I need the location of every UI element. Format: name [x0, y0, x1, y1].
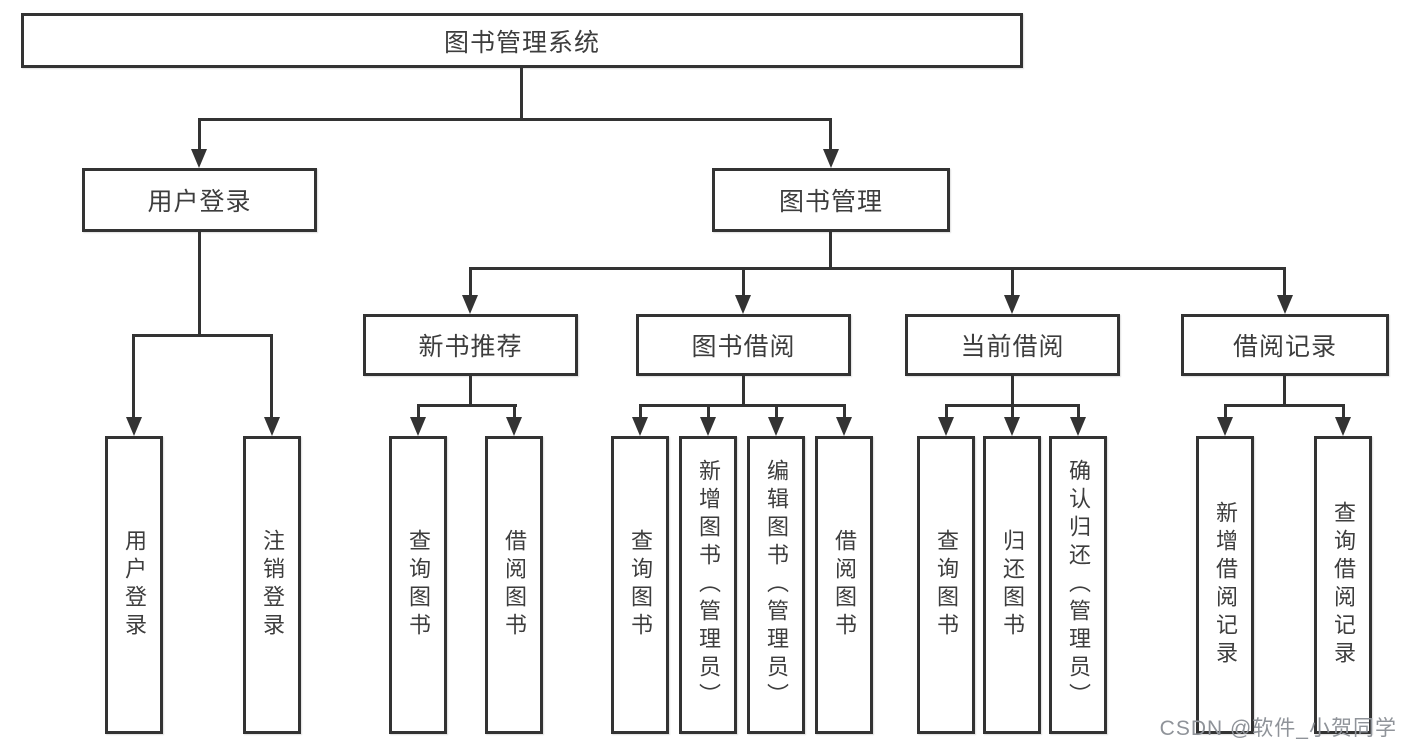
node-root: 图书管理系统 [21, 13, 1023, 68]
arrow-down-icon [735, 295, 751, 314]
node-leaf-borrow-books-recommend-label: 借阅图书 [502, 529, 527, 641]
arrow-down-icon [462, 295, 478, 314]
arrow-down-icon [1070, 417, 1086, 436]
node-leaf-return-books-label: 归还图书 [1000, 529, 1025, 641]
arrow-down-icon [632, 417, 648, 436]
arrow-down-icon [938, 417, 954, 436]
connector-line [742, 376, 745, 406]
connector-line [513, 404, 516, 419]
connector-line [198, 118, 832, 121]
node-leaf-query-books-recommend-label: 查询图书 [406, 529, 431, 641]
connector-line [198, 118, 201, 151]
node-leaf-logout: 注销登录 [243, 436, 301, 734]
connector-line [1011, 267, 1014, 297]
csdn-watermark: CSDN @软件_小贺同学 [1159, 717, 1397, 740]
node-leaf-borrow-books: 借阅图书 [815, 436, 873, 734]
connector-line [639, 404, 846, 407]
node-leaf-logout-label: 注销登录 [260, 529, 285, 641]
node-current-borrowing-label: 当前借阅 [960, 333, 1065, 361]
node-leaf-add-borrow-record: 新增借阅记录 [1196, 436, 1254, 734]
node-user-login-label: 用户登录 [147, 188, 252, 216]
node-leaf-edit-books-admin: 编辑图书（管理员） [747, 436, 805, 734]
connector-line [829, 118, 832, 151]
connector-line [132, 334, 135, 419]
node-leaf-confirm-return-admin-label: 确认归还（管理员） [1066, 459, 1091, 711]
arrow-down-icon [768, 417, 784, 436]
connector-line [469, 376, 472, 406]
node-leaf-edit-books-admin-label: 编辑图书（管理员） [764, 459, 789, 711]
node-leaf-query-books-borrow: 查询图书 [611, 436, 669, 734]
node-borrowing-records-label: 借阅记录 [1232, 333, 1337, 361]
arrow-down-icon [1004, 295, 1020, 314]
arrow-down-icon [1004, 417, 1020, 436]
connector-line [829, 232, 832, 270]
arrow-down-icon [264, 417, 280, 436]
node-leaf-add-books-admin-label: 新增图书（管理员） [696, 459, 721, 711]
connector-line [843, 404, 846, 419]
arrow-down-icon [1335, 417, 1351, 436]
connector-line [742, 267, 745, 297]
node-leaf-add-books-admin: 新增图书（管理员） [679, 436, 737, 734]
node-leaf-confirm-return-admin: 确认归还（管理员） [1049, 436, 1107, 734]
node-leaf-query-books-borrow-label: 查询图书 [628, 529, 653, 641]
arrow-down-icon [836, 417, 852, 436]
arrow-down-icon [506, 417, 522, 436]
node-leaf-query-books-recommend: 查询图书 [389, 436, 447, 734]
arrow-down-icon [410, 417, 426, 436]
node-leaf-user-login-label: 用户登录 [122, 529, 147, 641]
connector-line [707, 404, 710, 419]
connector-line [1011, 376, 1014, 406]
arrow-down-icon [191, 149, 207, 168]
arrow-down-icon [126, 417, 142, 436]
arrow-down-icon [1217, 417, 1233, 436]
connector-line [1283, 267, 1286, 297]
connector-line [270, 334, 273, 419]
arrow-down-icon [700, 417, 716, 436]
node-leaf-query-books-current-label: 查询图书 [934, 529, 959, 641]
connector-line [469, 267, 1286, 270]
connector-line [133, 334, 273, 337]
node-root-label: 图书管理系统 [443, 28, 600, 57]
connector-line [198, 232, 201, 336]
node-current-borrowing: 当前借阅 [905, 314, 1120, 376]
connector-line [1011, 404, 1014, 419]
node-book-borrowing: 图书借阅 [636, 314, 851, 376]
node-book-management-label: 图书管理 [778, 188, 883, 216]
node-leaf-borrow-books-recommend: 借阅图书 [485, 436, 543, 734]
connector-line [1342, 404, 1345, 419]
connector-line [775, 404, 778, 419]
node-leaf-add-borrow-record-label: 新增借阅记录 [1213, 501, 1238, 669]
connector-line [417, 404, 517, 407]
connector-line [520, 68, 523, 120]
connector-line [945, 404, 948, 419]
connector-line [1077, 404, 1080, 419]
connector-line [1283, 376, 1286, 406]
node-new-book-recommend: 新书推荐 [363, 314, 578, 376]
arrow-down-icon [823, 149, 839, 168]
connector-line [1224, 404, 1227, 419]
node-book-management: 图书管理 [712, 168, 950, 232]
arrow-down-icon [1277, 295, 1293, 314]
connector-line [639, 404, 642, 419]
connector-line [417, 404, 420, 419]
node-leaf-user-login: 用户登录 [105, 436, 163, 734]
connector-line [1224, 404, 1344, 407]
node-borrowing-records: 借阅记录 [1181, 314, 1389, 376]
node-leaf-query-books-current: 查询图书 [917, 436, 975, 734]
node-leaf-query-borrow-record: 查询借阅记录 [1314, 436, 1372, 734]
connector-line [469, 267, 472, 297]
node-user-login: 用户登录 [82, 168, 317, 232]
node-book-borrowing-label: 图书借阅 [691, 333, 796, 361]
node-new-book-recommend-label: 新书推荐 [418, 333, 523, 361]
node-leaf-query-borrow-record-label: 查询借阅记录 [1331, 501, 1356, 669]
node-leaf-borrow-books-label: 借阅图书 [832, 529, 857, 641]
node-leaf-return-books: 归还图书 [983, 436, 1041, 734]
